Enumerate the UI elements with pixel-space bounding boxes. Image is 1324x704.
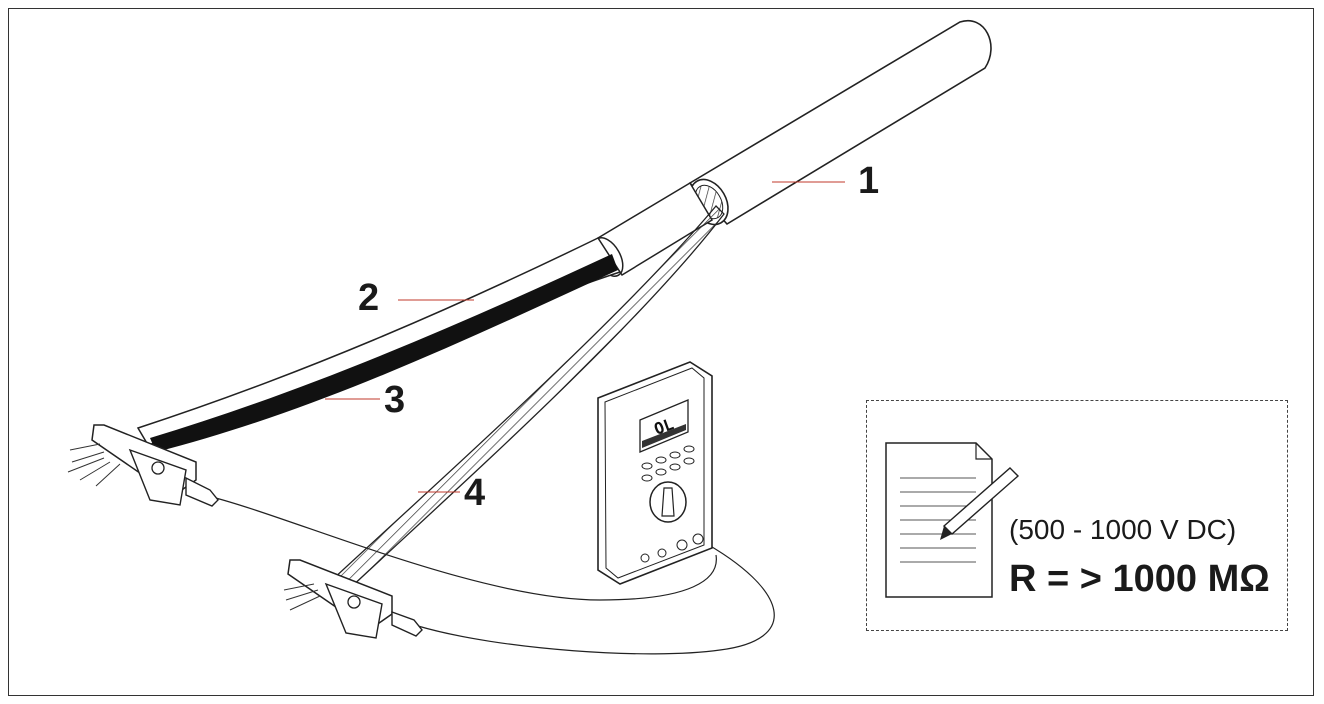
min-resistance: R = > 1000 MΩ (1009, 558, 1270, 600)
document-icon (885, 442, 993, 598)
alligator-clip-icon (67, 424, 219, 507)
test-spec-box (866, 400, 1288, 631)
outer-sheath (688, 19, 992, 226)
alligator-clip-icon (283, 559, 423, 639)
pencil-icon (940, 467, 1020, 540)
test-lead-black (417, 539, 775, 655)
test-lead-red (211, 496, 717, 601)
figure-frame (8, 8, 1314, 696)
callout-4: 4 (464, 472, 486, 514)
insulated-conductor (136, 237, 622, 446)
callout-1: 1 (858, 160, 880, 202)
callout-3: 3 (384, 379, 406, 421)
multimeter-icon (597, 361, 713, 585)
conductor-core (150, 254, 618, 452)
test-voltage: (500 - 1000 V DC) (1009, 514, 1237, 545)
callout-2: 2 (358, 277, 380, 319)
